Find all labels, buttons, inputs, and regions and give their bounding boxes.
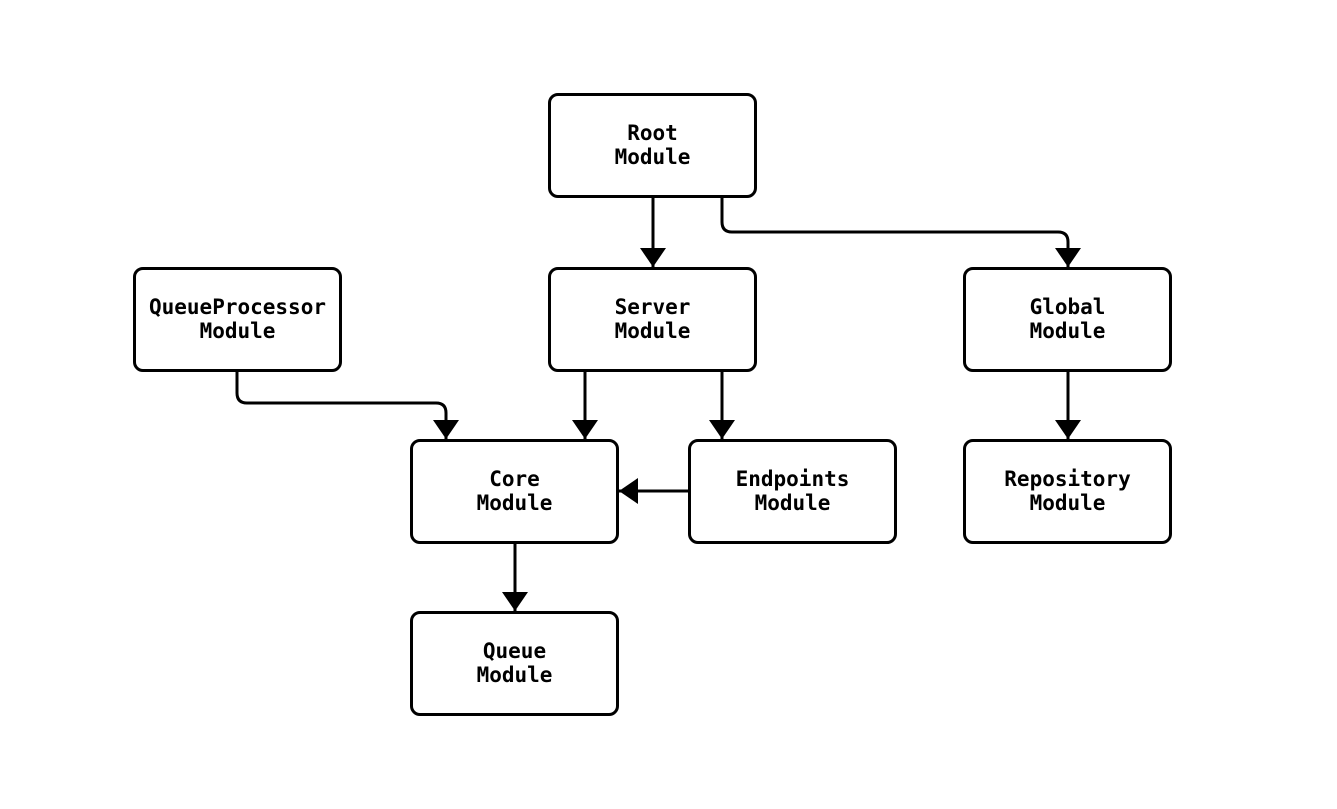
node-endpoints-module: Endpoints Module	[688, 439, 897, 544]
node-core-module: Core Module	[410, 439, 619, 544]
arrowhead-endpoints-module-to-core-module	[619, 478, 638, 504]
arrowhead-queueprocessor-module-to-core-module	[433, 420, 459, 439]
node-label-server-module: Server Module	[614, 295, 691, 343]
node-global-module: Global Module	[963, 267, 1172, 372]
node-label-root-module: Root Module	[614, 121, 691, 169]
arrowhead-core-module-to-queue-module	[502, 592, 528, 611]
node-label-endpoints-module: Endpoints Module	[735, 467, 850, 515]
arrowhead-server-module-to-core-module	[572, 420, 598, 439]
node-queue-module: Queue Module	[410, 611, 619, 716]
node-root-module: Root Module	[548, 93, 757, 198]
node-queueprocessor-module: QueueProcessor Module	[133, 267, 342, 372]
node-label-repository-module: Repository Module	[1004, 467, 1131, 515]
node-server-module: Server Module	[548, 267, 757, 372]
arrowhead-root-module-to-global-module	[1055, 248, 1081, 267]
node-repository-module: Repository Module	[963, 439, 1172, 544]
arrowhead-global-module-to-repository-module	[1055, 420, 1081, 439]
arrowhead-server-module-to-endpoints-module	[709, 420, 735, 439]
node-label-queueprocessor-module: QueueProcessor Module	[148, 295, 326, 343]
node-label-core-module: Core Module	[476, 467, 553, 515]
node-label-queue-module: Queue Module	[476, 639, 553, 687]
edge-root-module-to-global-module	[720, 198, 1070, 267]
node-label-global-module: Global Module	[1029, 295, 1106, 343]
arrowhead-root-module-to-server-module	[640, 248, 666, 267]
edge-queueprocessor-module-to-core-module	[235, 372, 448, 439]
